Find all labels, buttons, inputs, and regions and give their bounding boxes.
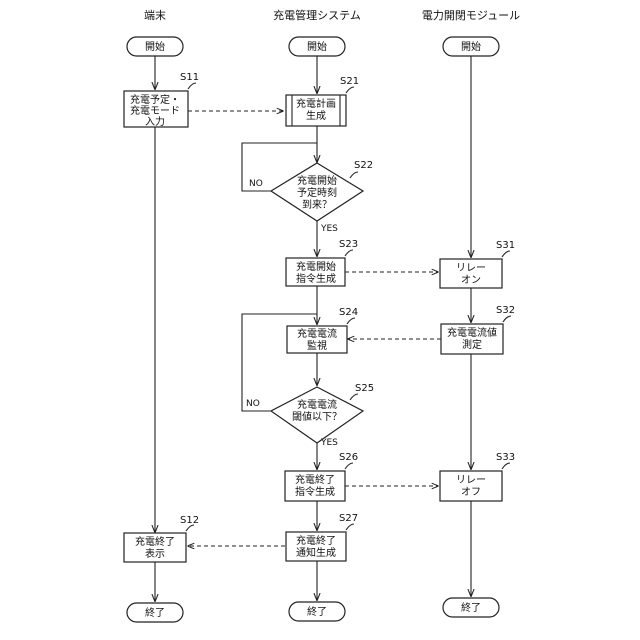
s26-leader-line — [345, 463, 353, 469]
s25-no-label: NO — [246, 399, 260, 409]
s33-label-line2: オフ — [461, 486, 481, 498]
step-label-s25: S25 — [355, 383, 374, 394]
charge-mgmt-end-label: 終了 — [307, 605, 327, 618]
s11-leader-line — [188, 83, 196, 89]
s31-label-line2: オン — [461, 274, 481, 286]
s33-leader-line — [502, 463, 510, 469]
terminal-start-label: 開始 — [145, 40, 165, 53]
s32-label-line1: 充電電流値 — [447, 326, 497, 339]
s23-label-line1: 充電開始 — [296, 260, 336, 273]
s23-leader-line — [345, 250, 353, 256]
s32-leader-line — [503, 316, 511, 322]
s22-yes-label: YES — [320, 224, 338, 234]
s23-label-line2: 指令生成 — [296, 272, 336, 285]
step-label-s31: S31 — [496, 240, 515, 251]
s12-label-line2: 表示 — [145, 547, 165, 560]
s25-leader-line — [350, 394, 358, 400]
s26-label-line2: 指令生成 — [295, 485, 335, 498]
s22-no-label: NO — [249, 179, 263, 189]
step-label-s27: S27 — [339, 513, 358, 524]
step-label-s21: S21 — [340, 76, 359, 87]
step-label-s12: S12 — [180, 515, 199, 526]
step-label-s22: S22 — [354, 160, 373, 171]
s25-yes-label: YES — [320, 438, 338, 448]
s24-label-line2: 監視 — [307, 339, 327, 352]
s24-label-line1: 充電電流 — [297, 327, 337, 340]
step-label-s26: S26 — [339, 452, 358, 463]
s21-label-line1: 充電計画 — [296, 97, 336, 110]
lane-header-terminal: 端末 — [144, 8, 166, 22]
s22-label-line3: 到来？ — [302, 199, 332, 211]
power-switch-start-label: 開始 — [461, 40, 481, 53]
s12-label-line1: 充電終了 — [135, 535, 175, 548]
s31-leader-line — [502, 251, 510, 257]
s21-leader-line — [346, 87, 354, 93]
step-label-s24: S24 — [339, 307, 358, 318]
step-label-s33: S33 — [496, 452, 515, 463]
s22-label-line2: 予定時刻 — [297, 186, 337, 199]
s11-label-line3: 入力 — [145, 115, 165, 128]
s11-label-line1: 充電予定・ — [130, 93, 180, 106]
s26-label-line1: 充電終了 — [295, 473, 335, 486]
power-switch-end-label: 終了 — [461, 601, 481, 614]
s24-leader-line — [347, 318, 355, 324]
s27-label-line2: 通知生成 — [296, 546, 336, 559]
s31-label-line1: リレー — [456, 263, 486, 274]
s32-label-line2: 測定 — [462, 338, 482, 351]
s25-label-line1: 充電電流 — [297, 398, 337, 411]
step-label-s32: S32 — [496, 305, 515, 316]
s33-label-line1: リレー — [456, 475, 486, 486]
lane-header-power-switch: 電力開閉モジュール — [422, 9, 520, 22]
s11-label-line2: 充電モード — [130, 104, 180, 117]
s22-leader-line — [350, 172, 358, 178]
s25-label-line2: 閾値以下？ — [292, 410, 342, 423]
s22-label-line1: 充電開始 — [297, 174, 337, 187]
s21-label-line2: 生成 — [306, 109, 326, 122]
s27-label-line1: 充電終了 — [296, 534, 336, 547]
charge-mgmt-start-label: 開始 — [307, 40, 327, 53]
terminal-end-label: 終了 — [145, 606, 165, 619]
step-label-s23: S23 — [339, 239, 358, 250]
step-label-s11: S11 — [180, 72, 199, 83]
lane-header-charge-management: 充電管理システム — [273, 8, 361, 22]
s27-leader-line — [346, 524, 354, 530]
